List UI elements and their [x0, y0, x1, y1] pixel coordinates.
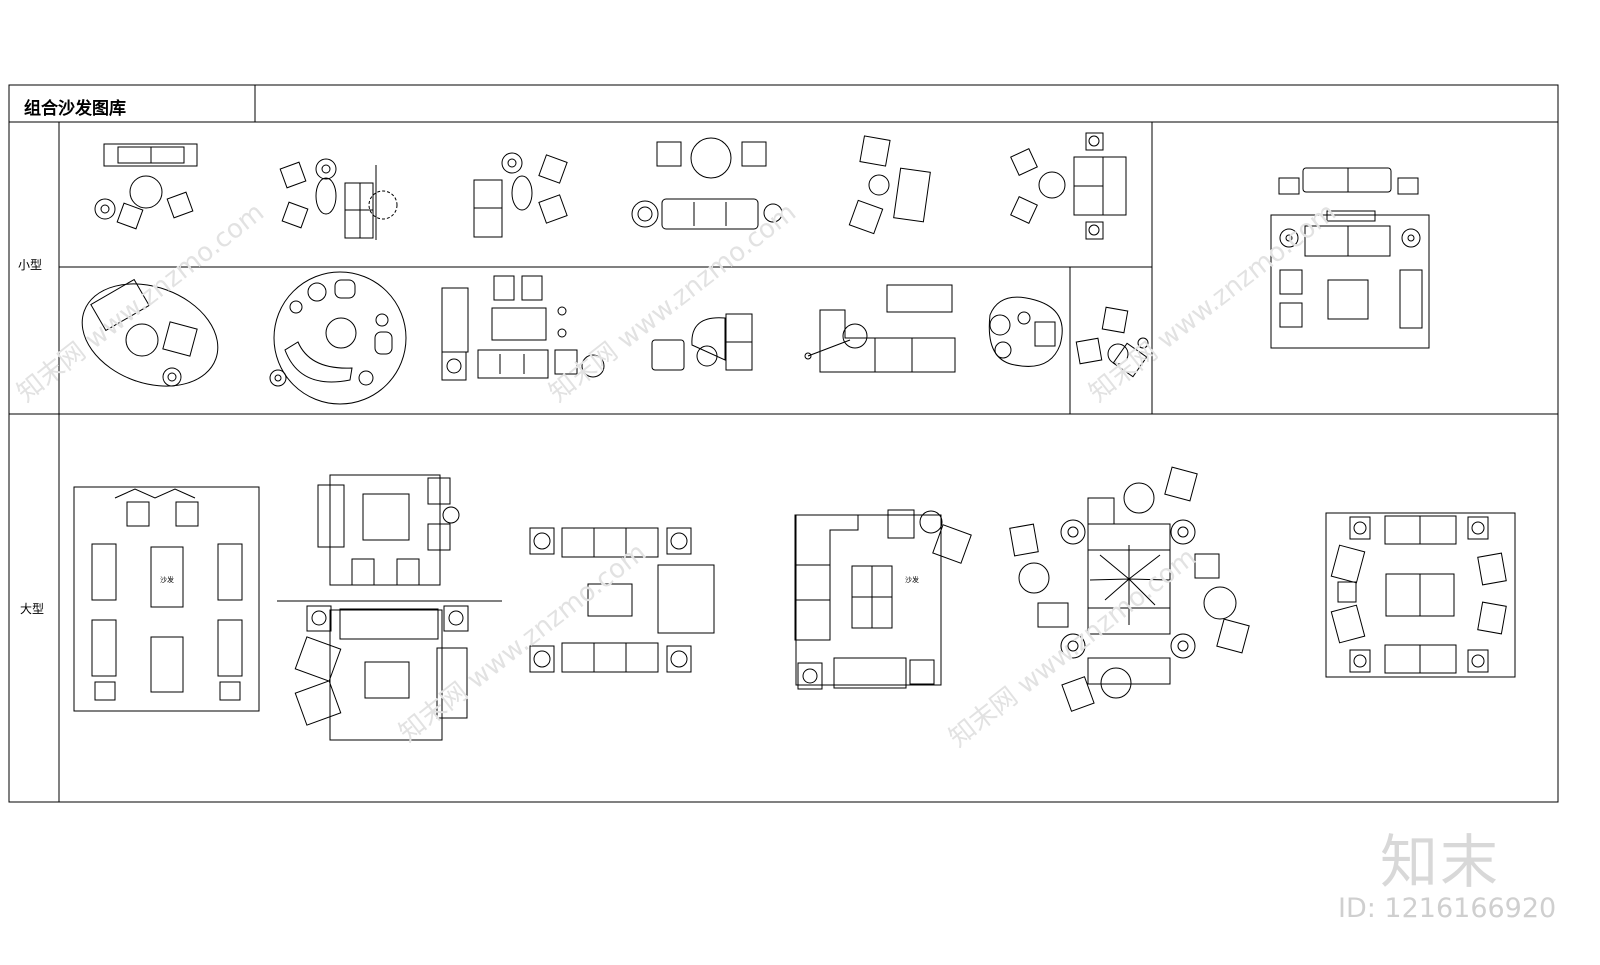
sofa-set-small-4	[631, 137, 783, 230]
sofa-set-large-square	[1325, 512, 1516, 678]
sofa-set-oval	[81, 278, 219, 387]
sofa-set-large-plant	[1009, 466, 1250, 712]
sofa-set-lshape	[804, 284, 956, 373]
sofa-set-small-3	[473, 152, 568, 238]
sofa-set-small-6	[1010, 132, 1127, 240]
sofa-set-small-2	[279, 158, 398, 240]
row-label-small: 小型	[18, 258, 43, 272]
brand-watermark: 知末	[1380, 828, 1501, 896]
sofa-set-small-5	[848, 135, 931, 235]
sheet-title: 组合沙发图库	[24, 99, 126, 119]
sofa-set-linear	[441, 275, 605, 381]
image-id-watermark: ID: 1216166920	[1338, 893, 1557, 924]
sofa-set-corner	[1075, 306, 1149, 378]
sofa-set-round	[269, 271, 407, 405]
sofa-set-livingroom	[1270, 167, 1430, 349]
room-label-b: 沙发	[905, 575, 919, 584]
room-label-a: 沙发	[160, 575, 174, 584]
sofa-set-large-double	[277, 474, 502, 741]
sofa-set-small-1	[94, 143, 198, 230]
sofa-set-curved	[651, 313, 753, 371]
sofa-set-large-l	[794, 509, 972, 690]
sofa-set-large-conference	[73, 486, 260, 712]
row-label-large: 大型	[20, 602, 45, 616]
sofa-set-pebble	[988, 296, 1063, 367]
table-grid	[8, 84, 1559, 803]
sofa-set-large-u	[529, 527, 715, 673]
